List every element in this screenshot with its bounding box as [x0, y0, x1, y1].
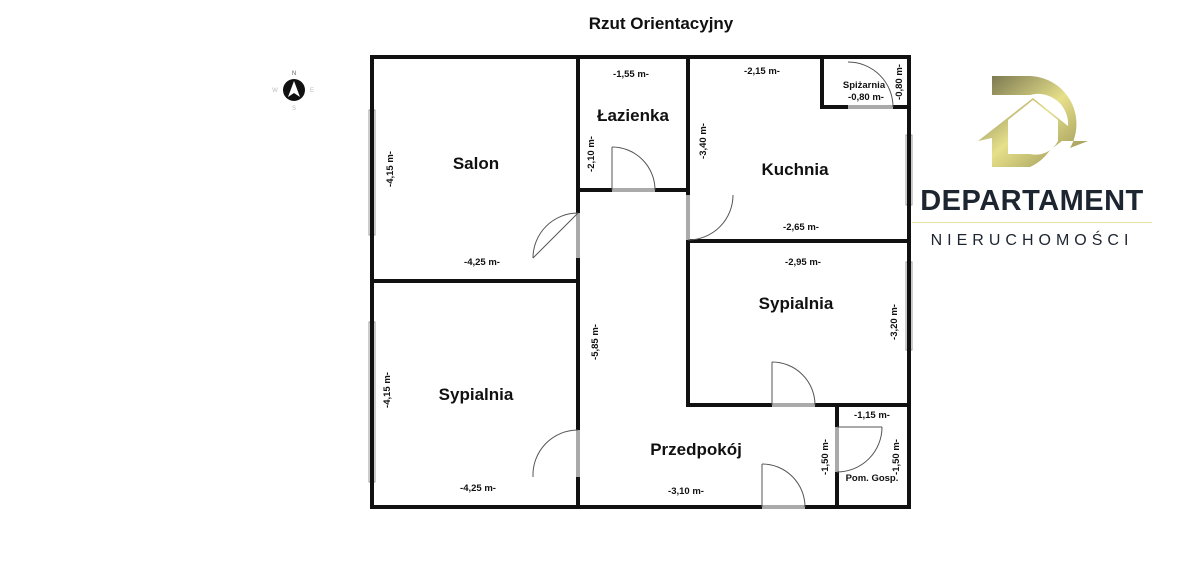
logo-brand-name: DEPARTAMENT [920, 185, 1144, 217]
plan-title: Rzut Orientacyjny [588, 14, 734, 33]
room-kuchnia: Kuchnia [761, 160, 829, 179]
dim-kuchnia-height: -3,40 m- [698, 123, 709, 159]
room-spizarnia: Spiżarnia [843, 80, 886, 91]
compass-icon: N S W E [272, 71, 314, 112]
room-lazienka: Łazienka [597, 106, 669, 125]
room-sypialnia-right: Sypialnia [759, 294, 834, 313]
dim-kuchnia-width-top: -2,15 m- [744, 66, 780, 77]
dim-sypialnia-right-width: -2,95 m- [785, 257, 821, 268]
department-logo-icon [978, 76, 1088, 167]
dim-lazienka-width: -1,55 m- [613, 69, 649, 80]
walls [370, 55, 911, 509]
dim-lazienka-height: -2,10 m- [586, 136, 597, 172]
doors [532, 61, 894, 509]
dim-salon-height: -4,15 m- [385, 151, 396, 187]
dim-pom-gosp-height: -1,50 m- [891, 439, 902, 475]
dim-spizarnia-height: -0,80 m- [894, 64, 905, 100]
dim-sypialnia-left-height: -4,15 m- [382, 372, 393, 408]
room-pom-gosp: Pom. Gosp. [846, 473, 899, 484]
dim-salon-width: -4,25 m- [464, 257, 500, 268]
compass-w: W [272, 88, 278, 94]
dim-sypialnia-left-width: -4,25 m- [460, 483, 496, 494]
dim-kuchnia-width-bottom: -2,65 m- [783, 222, 819, 233]
compass-n: N [292, 71, 296, 77]
dim-przedpokoj-width: -3,10 m- [668, 486, 704, 497]
logo-subtitle: NIERUCHOMOŚCI [930, 232, 1134, 249]
logo-divider [912, 222, 1152, 223]
dim-pom-gosp-width: -1,15 m- [854, 410, 890, 421]
room-przedpokoj: Przedpokój [650, 440, 742, 459]
dim-spizarnia-width: -0,80 m- [848, 92, 884, 103]
compass-s: S [292, 106, 296, 112]
dim-przedpokoj-height: -5,85 m- [590, 324, 601, 360]
room-sypialnia-left: Sypialnia [439, 385, 514, 404]
room-salon: Salon [453, 154, 499, 173]
dim-przedpokoj-height2: -1,50 m- [820, 439, 831, 475]
dim-sypialnia-right-height: -3,20 m- [889, 304, 900, 340]
compass-e: E [310, 88, 314, 94]
